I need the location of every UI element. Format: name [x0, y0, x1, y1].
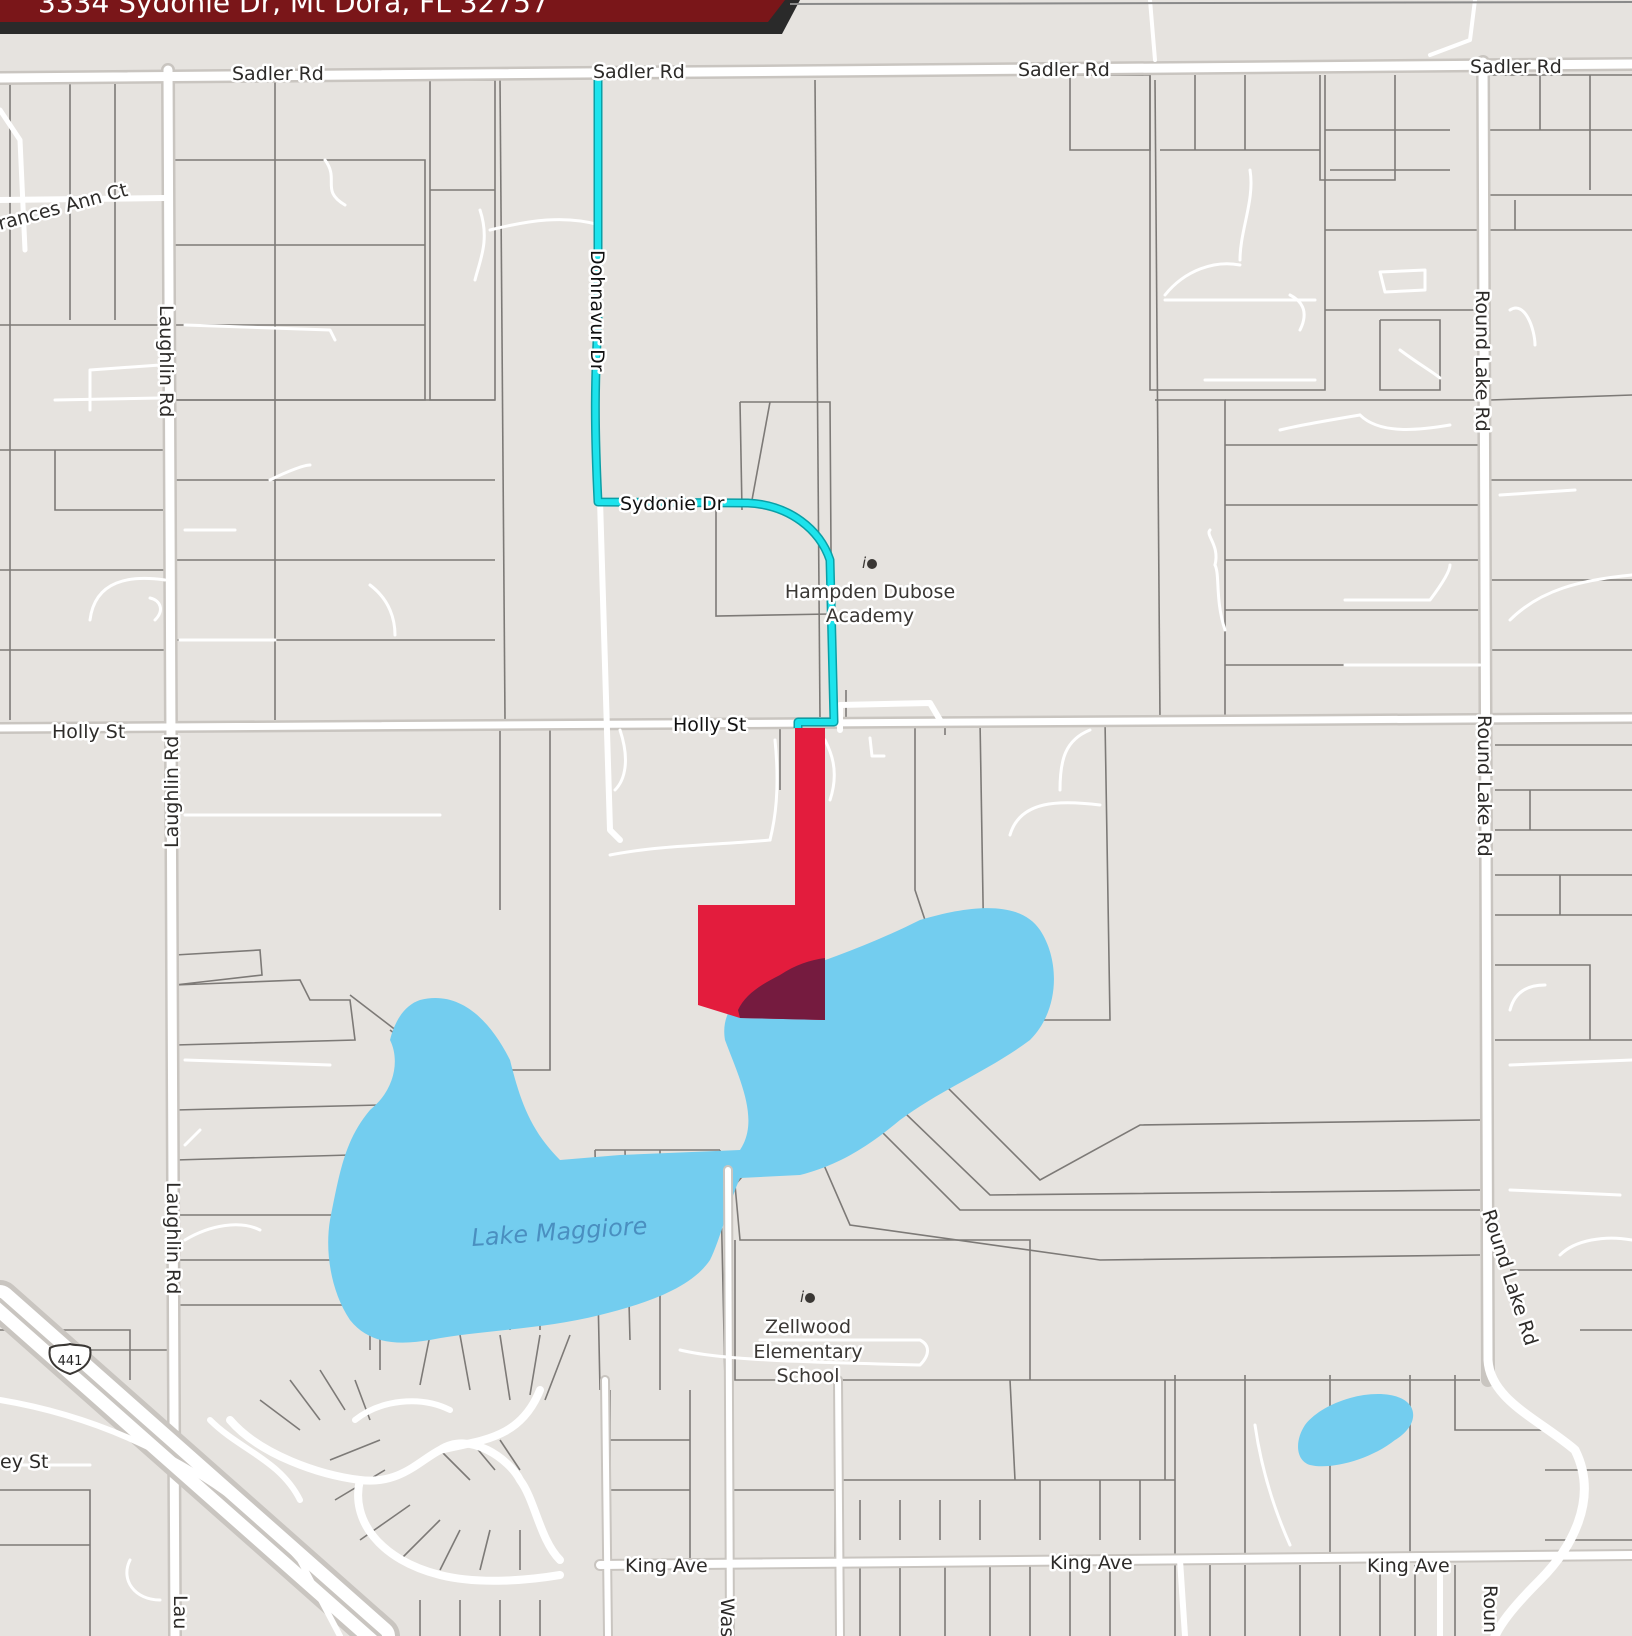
us441-label: 441: [58, 1354, 83, 1369]
property-water-overlap: [738, 958, 825, 1020]
parcel-lines: [0, 74, 1632, 1636]
road-label-king-3: King Ave: [1367, 1555, 1450, 1577]
svg-text:i: i: [800, 1288, 805, 1306]
lake-maggiore-shape: [328, 908, 1054, 1343]
route-line-fill: [592, 78, 837, 728]
road-label-round-lake-1: Round Lake Rd: [1471, 290, 1493, 432]
banner-fill: [0, 0, 785, 22]
small-pond-shape: [1298, 1394, 1414, 1467]
road-label-round-lake-2: Round Lake Rd: [1473, 715, 1495, 857]
poi-label-hampden-1: Hampden Dubose: [785, 581, 955, 603]
road-label-laughlin-2: Laughlin Rd: [161, 736, 183, 848]
road-label-holly-2: Holly St: [673, 714, 746, 736]
svg-text:i: i: [862, 554, 867, 572]
school-icon-zellwood[interactable]: i: [800, 1288, 815, 1306]
poi-label-hampden-2: Academy: [826, 605, 914, 627]
address-title: 3334 Sydonie Dr, Mt Dora, FL 32757: [38, 0, 549, 19]
property-parcel: [698, 728, 825, 1020]
road-label-round-lake-4: Roun: [1479, 1585, 1501, 1633]
us441-shield-icon: 441: [48, 1342, 92, 1376]
road-label-holly-1: Holly St: [52, 721, 125, 743]
road-label-sydonie: Sydonie Dr: [620, 493, 725, 515]
poi-label-zellwood-3: School: [776, 1365, 839, 1387]
poi-label-zellwood-1: Zellwood: [765, 1316, 851, 1338]
poi-labels: Hampden Dubose Academy Zellwood Elementa…: [751, 579, 958, 1390]
water-features: [328, 908, 1414, 1467]
road-label-sadler-4: Sadler Rd: [1470, 56, 1562, 78]
road-label-laughlin-1: Laughlin Rd: [155, 305, 177, 417]
road-label-sadler-1: Sadler Rd: [232, 63, 324, 85]
poi-label-zellwood-2: Elementary: [753, 1341, 862, 1363]
subject-property[interactable]: [698, 728, 825, 1020]
road-label-laughlin-3: Laughlin Rd: [162, 1182, 184, 1294]
road-label-dohnavur: Dohnavur Dr: [586, 250, 608, 372]
road-label-king-2: King Ave: [1050, 1552, 1133, 1574]
road-label-was: Was: [716, 1598, 738, 1636]
address-banner: [0, 0, 1632, 34]
school-icon-hampden[interactable]: i: [862, 554, 877, 572]
route-path: [590, 78, 839, 728]
road-label-sadler-2: Sadler Rd: [593, 61, 685, 83]
road-label-laughlin-4: Lau: [169, 1595, 191, 1629]
road-label-king-1: King Ave: [625, 1555, 708, 1577]
road-label-sadler-3: Sadler Rd: [1018, 59, 1110, 81]
road-label-ey-st: ey St: [0, 1451, 48, 1473]
